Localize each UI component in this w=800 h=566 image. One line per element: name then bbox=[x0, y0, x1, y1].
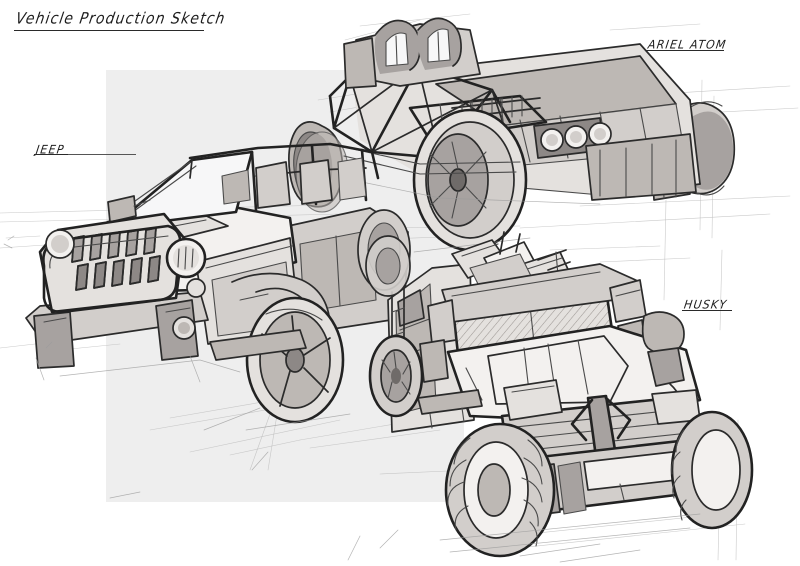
vehicle-jeep bbox=[25, 142, 411, 431]
jeep-headlights bbox=[45, 229, 207, 340]
husky-ground-shadow bbox=[439, 513, 701, 541]
atom-diffuser bbox=[585, 133, 697, 201]
husky-headlamps bbox=[503, 379, 701, 425]
jeep-mirror bbox=[107, 195, 151, 223]
jeep-greenhouse bbox=[116, 142, 380, 226]
husky-front-wheel bbox=[444, 422, 556, 558]
label-jeep-underline bbox=[34, 154, 68, 155]
loose-marks bbox=[3, 235, 641, 563]
jeep-ground-shadow bbox=[59, 359, 241, 377]
jeep-grille bbox=[38, 212, 186, 314]
husky-tyre-tread-left bbox=[447, 437, 543, 547]
page-title-underline bbox=[14, 30, 204, 31]
label-jeep-leader-line bbox=[68, 154, 136, 155]
husky-right-wheel bbox=[670, 410, 754, 530]
husky-upper-rear-wheel bbox=[365, 235, 411, 297]
vehicle-husky bbox=[365, 231, 754, 558]
jeep-grille-slots-lower bbox=[75, 255, 161, 291]
atom-cockpit bbox=[343, 17, 481, 89]
atom-tail-lamps bbox=[533, 117, 612, 159]
husky-rear-wheel bbox=[368, 334, 424, 418]
page-title: Vehicle Production Sketch bbox=[14, 10, 227, 28]
label-husky-underline bbox=[682, 310, 732, 311]
husky-side-rail bbox=[417, 389, 483, 429]
atom-rear-wheel bbox=[412, 108, 531, 253]
jeep-front-wheel bbox=[245, 296, 351, 431]
label-ariel-atom-underline bbox=[646, 50, 724, 51]
jeep-rocker bbox=[209, 329, 307, 361]
